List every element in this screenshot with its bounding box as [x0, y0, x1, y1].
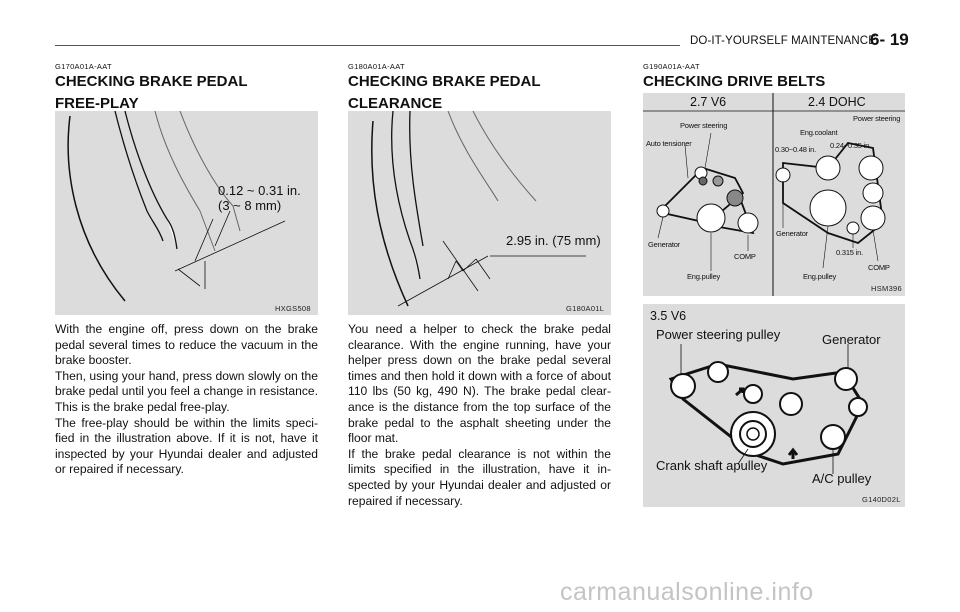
clearance-body-text: You need a helper to check the brake ped…: [348, 322, 611, 508]
section-code: G180A01A-AAT: [348, 62, 405, 71]
label-crank-shaft: Crank shaft apulley: [656, 458, 768, 473]
label-comp-left: COMP: [734, 252, 756, 261]
label-eng-coolant: Eng.coolant: [800, 128, 838, 137]
brake-clearance-figure: [348, 110, 611, 315]
belt-diagram-27-24: [643, 93, 905, 296]
figure-code: HSM396: [871, 284, 902, 293]
belt-diagram-35-figure: [643, 304, 905, 507]
label-eng-pulley-right: Eng.pulley: [803, 272, 837, 281]
label-power-steering-pulley: Power steering pulley: [656, 327, 781, 342]
fig-left-title: 2.7 V6: [690, 95, 727, 109]
figure-code: HXGS508: [275, 304, 311, 313]
drive-belts-figure: [643, 93, 905, 296]
figure-code: G140D02L: [862, 495, 901, 504]
page-number: 6- 19: [870, 30, 909, 49]
section-code: G190A01A-AAT: [643, 62, 700, 71]
label-range-3: 0.315 in.: [836, 248, 863, 257]
figure-code: G180A01L: [566, 304, 605, 313]
label-range-1: 0.30~0.48 in.: [775, 145, 816, 154]
label-ac-pulley: A/C pulley: [812, 471, 872, 486]
section-heading: CHECKING BRAKE PEDAL CLEARANCE: [348, 73, 541, 112]
label-generator-right: Generator: [776, 229, 808, 238]
brake-pedal-illustration: [67, 110, 286, 302]
label-comp-right: COMP: [868, 263, 890, 272]
label-auto-tensioner: Auto tensioner: [646, 139, 692, 148]
fig2-title: 3.5 V6: [650, 309, 687, 323]
section-heading: CHECKING DRIVE BELTS: [643, 73, 826, 90]
brake-freeplay-figure: [55, 110, 318, 315]
freeplay-label: 0.12 ~ 0.31 in. (3 ~ 8 mm): [218, 183, 301, 213]
label-power-steering-right: Power steering: [853, 114, 901, 123]
label-range-2: 0.24~0.35 in.: [830, 141, 871, 150]
section-heading: CHECKING BRAKE PEDAL FREE-PLAY: [55, 73, 248, 112]
label-generator-left: Generator: [648, 240, 680, 249]
label-generator: Generator: [822, 332, 881, 347]
fig-right-title: 2.4 DOHC: [808, 95, 866, 109]
brake-pedal-clearance-illustration: [371, 110, 586, 307]
header-rule: [55, 45, 680, 46]
header-title: DO-IT-YOURSELF MAINTENANCE: [690, 35, 876, 47]
label-eng-pulley-left: Eng.pulley: [687, 272, 721, 281]
clearance-label: 2.95 in. (75 mm): [506, 233, 601, 248]
watermark: carmanualsonline.info: [560, 578, 814, 606]
section-code: G170A01A-AAT: [55, 62, 112, 71]
belt-diagram-35: [668, 344, 868, 474]
freeplay-body-text: With the engine off, press down on the b…: [55, 322, 318, 477]
label-power-steering-left: Power steering: [680, 121, 728, 130]
